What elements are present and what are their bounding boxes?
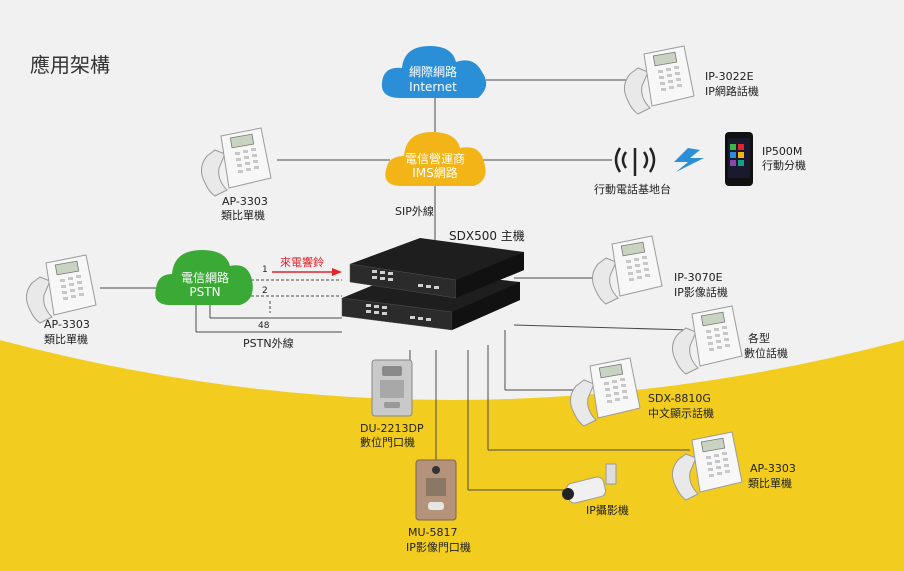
ip3070e-model: IP-3070E xyxy=(674,271,723,284)
ims-cloud-line2: IMS網路 xyxy=(412,165,458,180)
mu5817-door-unit-icon xyxy=(415,459,457,521)
ip-camera-icon xyxy=(562,463,617,504)
ap3303-top-desc: 類比單機 xyxy=(221,208,265,222)
ip3022e-model: IP-3022E xyxy=(705,70,754,83)
ap3303-right-model: AP-3303 xyxy=(750,462,796,475)
ap3303-top-model: AP-3303 xyxy=(222,195,268,208)
internet-cloud-line1: 網際網路 xyxy=(409,64,457,79)
mu5817-desc: IP影像門口機 xyxy=(406,540,471,554)
incoming-call-arrow xyxy=(272,268,342,276)
ap3303-right-desc: 類比單機 xyxy=(748,476,792,490)
ip3070e-desc: IP影像話機 xyxy=(674,285,728,299)
trunk-1-label: 1 xyxy=(262,265,268,275)
ipcam-model: IP攝影機 xyxy=(586,503,629,517)
ip500m-mobile-icon xyxy=(725,132,753,186)
digital-model: 各型 xyxy=(748,331,770,345)
pstn-cloud-line1: 電信網路 xyxy=(181,270,229,285)
ims-cloud: 電信營運商 IMS網路 xyxy=(385,132,486,186)
trunk-2-label: 2 xyxy=(262,286,268,296)
ims-cloud-line1: 電信營運商 xyxy=(405,151,465,166)
ap3303-left-model: AP-3303 xyxy=(44,318,90,331)
internet-cloud: 網際網路 Internet xyxy=(381,46,487,98)
pstn-cloud-line2: PSTN xyxy=(189,285,220,299)
digital-desc: 數位話機 xyxy=(744,346,788,360)
wireless-signal-icon xyxy=(674,148,704,172)
ip500m-model: IP500M xyxy=(762,145,802,158)
internet-cloud-line2: Internet xyxy=(409,80,457,94)
base-station-label: 行動電話基地台 xyxy=(594,182,671,196)
ip3022e-desc: IP網路話機 xyxy=(705,84,759,98)
sdx8810g-model: SDX-8810G xyxy=(648,392,711,405)
du2213dp-model: DU-2213DP xyxy=(360,422,424,435)
host-label: SDX500 主機 xyxy=(449,228,525,243)
sdx500-host xyxy=(341,238,524,331)
yellow-background-band xyxy=(0,340,904,571)
connection-lines xyxy=(100,79,691,491)
du2213dp-desc: 數位門口機 xyxy=(360,435,415,449)
sip-trunk-label: SIP外線 xyxy=(395,204,434,218)
base-station-icon xyxy=(614,147,656,176)
ip500m-desc: 行動分機 xyxy=(762,158,806,172)
ap3303-left-desc: 類比單機 xyxy=(44,332,88,346)
pstn-cloud: 電信網路 PSTN xyxy=(155,250,253,305)
du2213dp-door-unit-icon xyxy=(371,359,413,417)
pstn-trunk-label: PSTN外線 xyxy=(243,336,294,350)
sdx8810g-desc: 中文顯示話機 xyxy=(648,406,714,420)
trunk-48-label: 48 xyxy=(258,321,270,331)
page-title: 應用架構 xyxy=(30,53,110,77)
mu5817-model: MU-5817 xyxy=(408,526,458,539)
incoming-call-label: 來電響鈴 xyxy=(280,255,324,269)
